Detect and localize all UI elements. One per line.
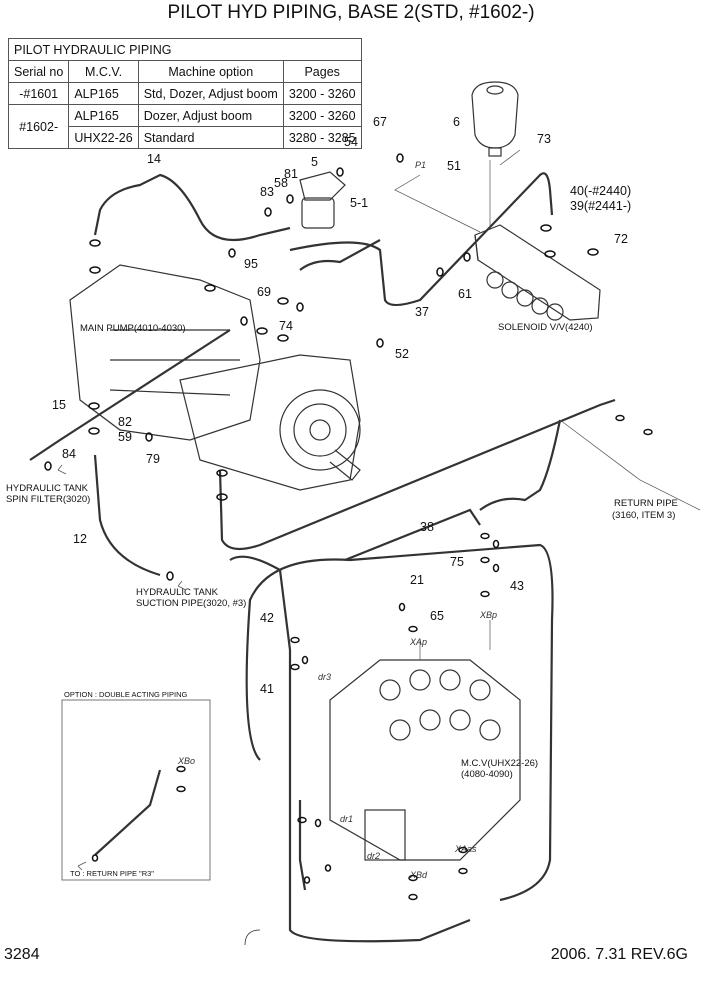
arrow-icon — [177, 580, 187, 591]
part-labels: 14 5 5-1 54 67 6 73 51 40(-#2440) 39(#24… — [52, 115, 631, 696]
page-number: 3284 — [4, 946, 40, 963]
port-label-xap: XAp — [409, 637, 427, 647]
cell-option: Dozer, Adjust boom — [137, 104, 284, 127]
part-label: 72 — [614, 232, 628, 246]
hoses — [29, 172, 616, 943]
part-label: 75 — [450, 555, 464, 569]
part-label: 84 — [62, 447, 76, 461]
cell-pages: 3200 - 3260 — [282, 82, 362, 105]
col-serial: Serial no — [7, 60, 70, 83]
cell-option: Standard — [137, 126, 284, 149]
part-label: 40(-#2440) — [570, 184, 631, 198]
port-label-xbd: XBd — [409, 870, 428, 880]
option-return-label: TO : RETURN PIPE "R3" — [70, 869, 154, 878]
option-inset-frame — [61, 699, 211, 881]
page-title: PILOT HYD PIPING, BASE 2(STD, #1602-) — [167, 2, 535, 23]
port-label-dr2: dr2 — [367, 851, 380, 861]
part-label: 65 — [430, 609, 444, 623]
part-label: 58 — [274, 176, 288, 190]
part-label: 41 — [260, 682, 274, 696]
solenoid-valve-drawing — [474, 224, 601, 321]
part-label: 67 — [373, 115, 387, 129]
cell-option: Std, Dozer, Adjust boom — [137, 82, 284, 105]
port-label-xbp: XBp — [479, 610, 497, 620]
part-label: 42 — [260, 611, 274, 625]
cell-pages: 3280 - 3285 — [282, 126, 362, 149]
port-label-p1: P1 — [415, 160, 426, 170]
part-label: 21 — [410, 573, 424, 587]
port-label-xaas: XAas — [454, 844, 477, 854]
port-label-dr3: dr3 — [318, 672, 331, 682]
port-label-dr1: dr1 — [340, 814, 353, 824]
mcv-label-1: M.C.V(UHX22-26) — [461, 758, 538, 769]
main-pump-label: MAIN PUMP(4010-4030) — [80, 323, 186, 334]
return-pipe-label-1: RETURN PIPE — [614, 498, 678, 509]
arrow-icon — [57, 464, 67, 475]
mcv-label-2: (4080-4090) — [461, 769, 513, 780]
part-label: 6 — [453, 115, 460, 129]
cell-serial: -#1601 — [7, 82, 70, 105]
part-label: 51 — [447, 159, 461, 173]
part-label: 12 — [73, 532, 87, 546]
port-label-xbo: XBo — [177, 756, 195, 766]
solenoid-label: SOLENOID V/V(4240) — [498, 322, 593, 333]
part-label: 79 — [146, 452, 160, 466]
port-labels: P1 XAp XBp dr1 dr2 dr3 XBd XAas XBo — [177, 160, 497, 880]
o-rings — [44, 153, 653, 901]
part-label: 59 — [118, 430, 132, 444]
suction-pipe-label-1: HYDRAULIC TANK — [136, 587, 219, 598]
option-title: OPTION : DOUBLE ACTING PIPING — [64, 690, 188, 699]
part-label: 73 — [537, 132, 551, 146]
spin-filter-label-2: SPIN FILTER(3020) — [6, 494, 90, 505]
part-label: 5 — [311, 155, 318, 169]
accumulator-drawing — [471, 81, 519, 157]
spin-filter-label-1: HYDRAULIC TANK — [6, 483, 89, 494]
part-label: 15 — [52, 398, 66, 412]
main-pump-drawing — [69, 264, 361, 491]
part-label: 81 — [284, 167, 298, 181]
part-label: 5-1 — [350, 196, 368, 210]
part-label: 83 — [260, 185, 274, 199]
piping-reference-table: PILOT HYDRAULIC PIPING Serial no M.C.V. … — [7, 38, 362, 149]
part-label: 61 — [458, 287, 472, 301]
table-column-headers: Serial no M.C.V. Machine option Pages — [7, 60, 362, 83]
flow-arrows — [57, 464, 187, 871]
cell-mcv: UHX22-26 — [68, 126, 139, 149]
part-label: 54 — [344, 135, 358, 149]
part-label: 52 — [395, 347, 409, 361]
part-label: 74 — [279, 319, 293, 333]
line-filter-drawing — [299, 171, 346, 229]
part-label: 43 — [510, 579, 524, 593]
part-label: 14 — [147, 152, 161, 166]
part-label: 38 — [420, 520, 434, 534]
part-label: 95 — [244, 257, 258, 271]
suction-pipe-label-2: SUCTION PIPE(3020, #3) — [136, 598, 246, 609]
revision-date: 2006. 7.31 REV.6G — [550, 946, 688, 963]
cell-serial: #1602- — [7, 104, 70, 149]
part-label: 69 — [257, 285, 271, 299]
annotations: MAIN PUMP(4010-4030) SOLENOID V/V(4240) … — [6, 322, 678, 878]
return-pipe-label-2: (3160, ITEM 3) — [612, 510, 675, 521]
table-row: UHX22-26 Standard 3280 - 3285 — [9, 126, 362, 149]
leader-lines — [394, 149, 701, 660]
mcv-drawing — [329, 659, 521, 861]
part-label: 82 — [118, 415, 132, 429]
part-label: 39(#2441-) — [570, 199, 631, 213]
arrow-icon — [77, 861, 87, 871]
part-label: 37 — [415, 305, 429, 319]
